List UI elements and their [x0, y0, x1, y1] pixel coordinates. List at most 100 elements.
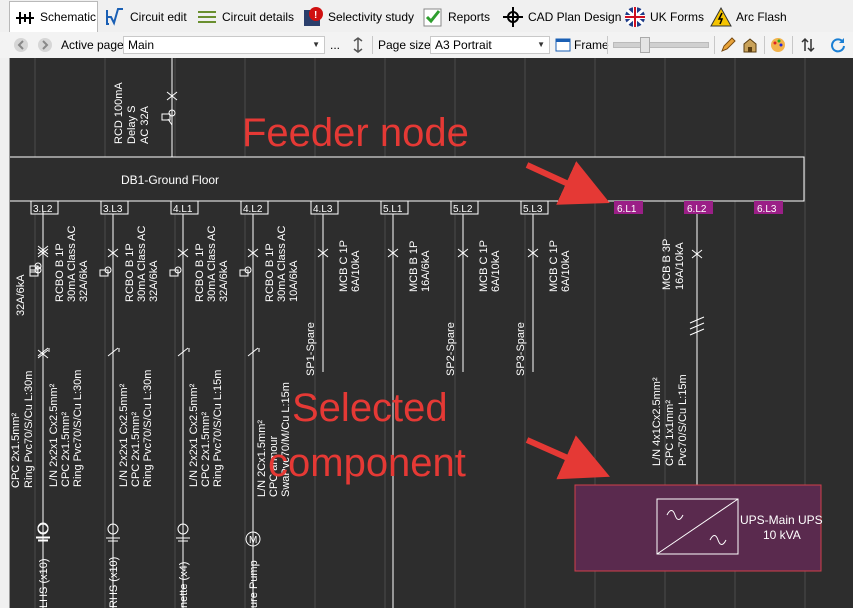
way-box[interactable]: [170, 200, 199, 215]
toolbar-separator: [792, 36, 793, 54]
toolbar-separator: [607, 36, 608, 54]
breaker-symbol: [317, 248, 329, 258]
breaker-label: 32A/6kA: [78, 260, 90, 302]
board-name: DB1-Ground Floor: [121, 173, 219, 187]
partial-cable-2: Ring Pvc70/S/Cu L:30m: [23, 371, 35, 488]
tab-circuit-edit[interactable]: Circuit edit: [100, 2, 190, 31]
pencil-button[interactable]: [720, 32, 736, 58]
pencil-icon: [721, 37, 736, 52]
cable-label: CPC armour: [268, 436, 280, 497]
resize-vertical-button[interactable]: [352, 32, 364, 58]
breaker-symbol: [527, 248, 539, 258]
toolbar-separator: [764, 36, 765, 54]
isolator-symbol: [107, 347, 120, 357]
cable-label: Ring Pvc70/S/Cu L:30m: [72, 370, 84, 487]
rcd-symbol: [169, 269, 179, 277]
tab-label: CAD Plan Design: [528, 9, 622, 24]
socket-symbol: [107, 523, 119, 535]
active-page-select[interactable]: Main ▼: [123, 36, 325, 54]
canvas-left-edge: [0, 58, 10, 608]
breaker-label: RCBO B 1P: [194, 243, 206, 302]
breaker-symbol: [107, 248, 119, 258]
toolbar-separator: [372, 36, 373, 54]
tab-label: Arc Flash: [736, 9, 787, 24]
feeder-breaker-rating: 16A/10kA: [674, 242, 686, 290]
way-box[interactable]: [240, 200, 269, 215]
way-id: 5.L1: [383, 204, 403, 215]
tab-selectivity-study[interactable]: ! Selectivity study: [298, 2, 416, 31]
tab-label: UK Forms: [650, 9, 704, 24]
breaker-label: 16A/6kA: [420, 250, 432, 292]
back-button[interactable]: [13, 32, 29, 58]
tab-schematic[interactable]: Schematic: [9, 1, 98, 32]
formula-icon: [106, 7, 123, 26]
frame-toggle[interactable]: Frame: [555, 32, 609, 58]
building-button[interactable]: [742, 32, 758, 58]
breaker-label: 30mA Class AC: [66, 226, 78, 302]
way-box[interactable]: [380, 200, 409, 215]
page-options-button[interactable]: ...: [330, 38, 341, 52]
list-lines-icon: [198, 10, 216, 23]
load-label: SP3-Spare: [515, 322, 527, 376]
tab-label: Circuit details: [222, 9, 295, 24]
ups-rating: 10 kVA: [763, 528, 801, 542]
forward-button[interactable]: [37, 32, 53, 58]
arc-warning-icon: [710, 6, 732, 26]
schematic-drawing[interactable]: RCD 100mA Delay S AC 32A DB1-Ground Floo…: [0, 58, 853, 608]
distribution-board[interactable]: [8, 156, 805, 202]
vertical-arrows-icon: [353, 37, 363, 53]
incomer[interactable]: [161, 58, 178, 157]
socket-symbol: [176, 537, 190, 542]
cable-label: CPC 2x1.5mm²: [60, 411, 72, 487]
annotation-selected-2: component: [268, 441, 466, 485]
partial-circuit[interactable]: [29, 212, 50, 608]
tab-reports[interactable]: Reports: [418, 2, 496, 31]
feeder-cable-3: Pvc70/S/Cu L:15m: [677, 374, 689, 466]
tab-uk-forms[interactable]: UK Forms: [620, 2, 704, 31]
breaker-label: 6A/10kA: [490, 250, 502, 292]
active-page-value: Main: [128, 38, 155, 52]
tab-cad-plan-design[interactable]: CAD Plan Design: [498, 2, 622, 31]
load-label: nette (x4): [178, 562, 190, 608]
way-box[interactable]: [310, 200, 339, 215]
socket-symbol: [177, 523, 189, 535]
breaker-label: 30mA Class AC: [276, 226, 288, 302]
cable-label: CPC 2x1.5mm²: [200, 411, 212, 487]
incomer-label-2: Delay S: [126, 105, 138, 144]
zoom-slider[interactable]: [613, 32, 709, 58]
way-box[interactable]: [100, 200, 129, 215]
breaker-label: MCB C 1P: [478, 240, 490, 292]
cable-label: L/N 2x2x1 Cx2.5mm²: [48, 383, 60, 487]
way-box[interactable]: [30, 200, 59, 215]
tab-circuit-details[interactable]: Circuit details: [192, 2, 296, 31]
feeder-breaker-type: MCB B 3P: [661, 239, 673, 290]
feeder-circuit[interactable]: [689, 214, 705, 498]
page-size-value: A3 Portrait: [435, 38, 492, 52]
schematic-canvas[interactable]: RCD 100mA Delay S AC 32A DB1-Ground Floo…: [0, 58, 853, 608]
way-box[interactable]: [450, 200, 479, 215]
isolator-symbol: [177, 347, 190, 357]
breaker-label: RCBO B 1P: [54, 243, 66, 302]
way-box[interactable]: [520, 200, 549, 215]
palette-button[interactable]: [770, 32, 786, 58]
swap-button[interactable]: [800, 32, 816, 58]
load-label: SP2-Spare: [445, 322, 457, 376]
feeder-way-1: 6.L1: [617, 204, 637, 215]
chevron-down-icon: ▼: [537, 40, 545, 49]
page-size-select[interactable]: A3 Portrait ▼: [430, 36, 550, 54]
refresh-button[interactable]: [830, 32, 846, 58]
zoom-slider-thumb[interactable]: [640, 37, 650, 53]
frame-icon: [555, 38, 571, 52]
way-id: 4.L3: [313, 204, 333, 215]
ups-symbol[interactable]: [656, 498, 739, 555]
tab-arc-flash[interactable]: Arc Flash: [706, 2, 788, 31]
feeder-node[interactable]: 6.L1 6.L2 6.L3: [614, 201, 783, 215]
chevron-down-icon: ▼: [312, 40, 320, 49]
